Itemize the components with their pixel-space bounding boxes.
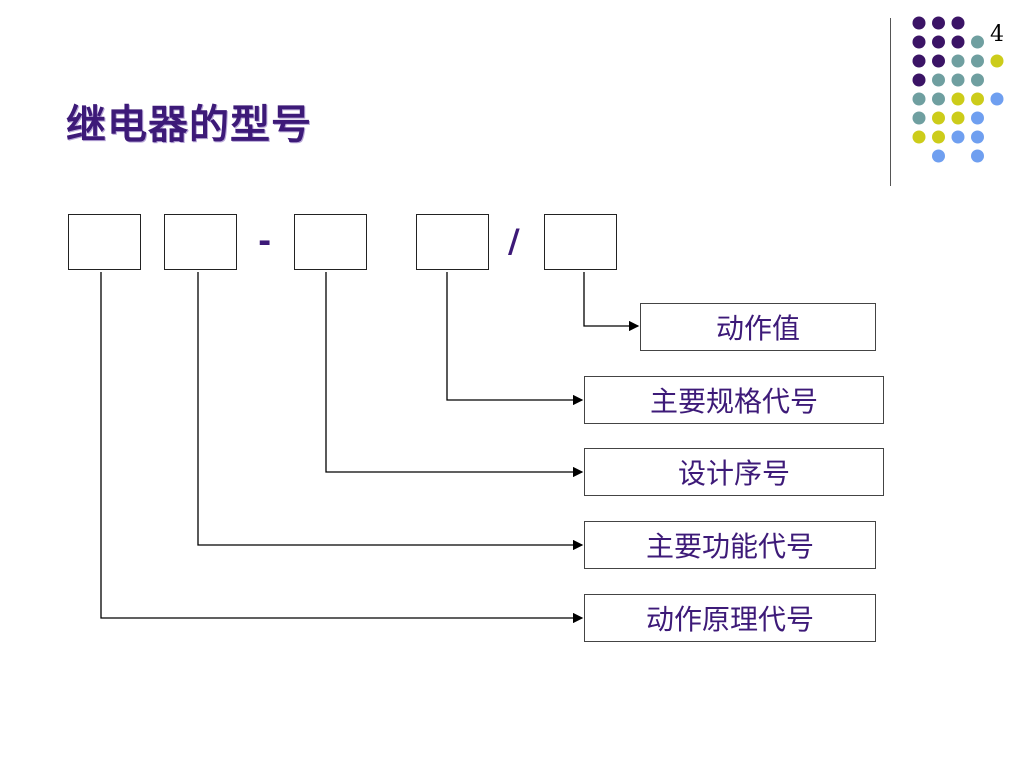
code-box-1 bbox=[68, 214, 141, 270]
decor-dot bbox=[932, 149, 945, 163]
decor-dot bbox=[951, 130, 965, 144]
connector-spec-code bbox=[446, 272, 584, 406]
decor-dot bbox=[912, 35, 926, 49]
label-function-code: 主要功能代号 bbox=[584, 521, 876, 569]
decor-dot bbox=[932, 54, 945, 68]
decor-dot bbox=[971, 149, 984, 163]
code-box-3 bbox=[294, 214, 367, 270]
slide-number: 4 bbox=[990, 22, 1004, 47]
decor-dot bbox=[971, 130, 984, 144]
decor-dot bbox=[951, 35, 965, 49]
slash-separator: / bbox=[508, 222, 520, 260]
label-action-value: 动作值 bbox=[640, 303, 876, 351]
page-title: 继电器的型号 bbox=[66, 102, 312, 148]
connector-action-value bbox=[583, 272, 640, 332]
decor-dot bbox=[912, 16, 926, 30]
decor-dot bbox=[912, 130, 926, 144]
decorative-dot-grid bbox=[912, 16, 1004, 163]
decor-dot bbox=[951, 16, 965, 30]
decor-dot bbox=[971, 35, 984, 49]
decor-dot bbox=[912, 92, 926, 106]
decor-dot bbox=[912, 54, 926, 68]
header-divider bbox=[890, 18, 891, 186]
label-principle-code: 动作原理代号 bbox=[584, 594, 876, 642]
decor-dot bbox=[951, 54, 965, 68]
decor-dot bbox=[932, 92, 945, 106]
connector-principle-code bbox=[100, 272, 584, 624]
decor-dot bbox=[951, 73, 965, 87]
decor-dot bbox=[932, 35, 945, 49]
decor-dot bbox=[932, 73, 945, 87]
code-box-4 bbox=[416, 214, 489, 270]
decor-dot bbox=[990, 54, 1004, 68]
code-box-2 bbox=[164, 214, 237, 270]
decor-dot bbox=[932, 130, 945, 144]
decor-dot bbox=[971, 111, 984, 125]
label-spec-code: 主要规格代号 bbox=[584, 376, 884, 424]
decor-dot bbox=[971, 73, 984, 87]
decor-dot bbox=[971, 54, 984, 68]
decor-dot bbox=[932, 111, 945, 125]
decor-dot bbox=[912, 111, 926, 125]
connector-function-code bbox=[197, 272, 584, 551]
decor-dot bbox=[932, 16, 945, 30]
decor-dot bbox=[912, 73, 926, 87]
decor-dot bbox=[971, 92, 984, 106]
code-box-5 bbox=[544, 214, 617, 270]
dash-separator: - bbox=[258, 222, 272, 260]
label-design-seq: 设计序号 bbox=[584, 448, 884, 496]
connector-design-seq bbox=[325, 272, 584, 478]
decor-dot bbox=[990, 92, 1004, 106]
decor-dot bbox=[951, 111, 965, 125]
decor-dot bbox=[951, 92, 965, 106]
